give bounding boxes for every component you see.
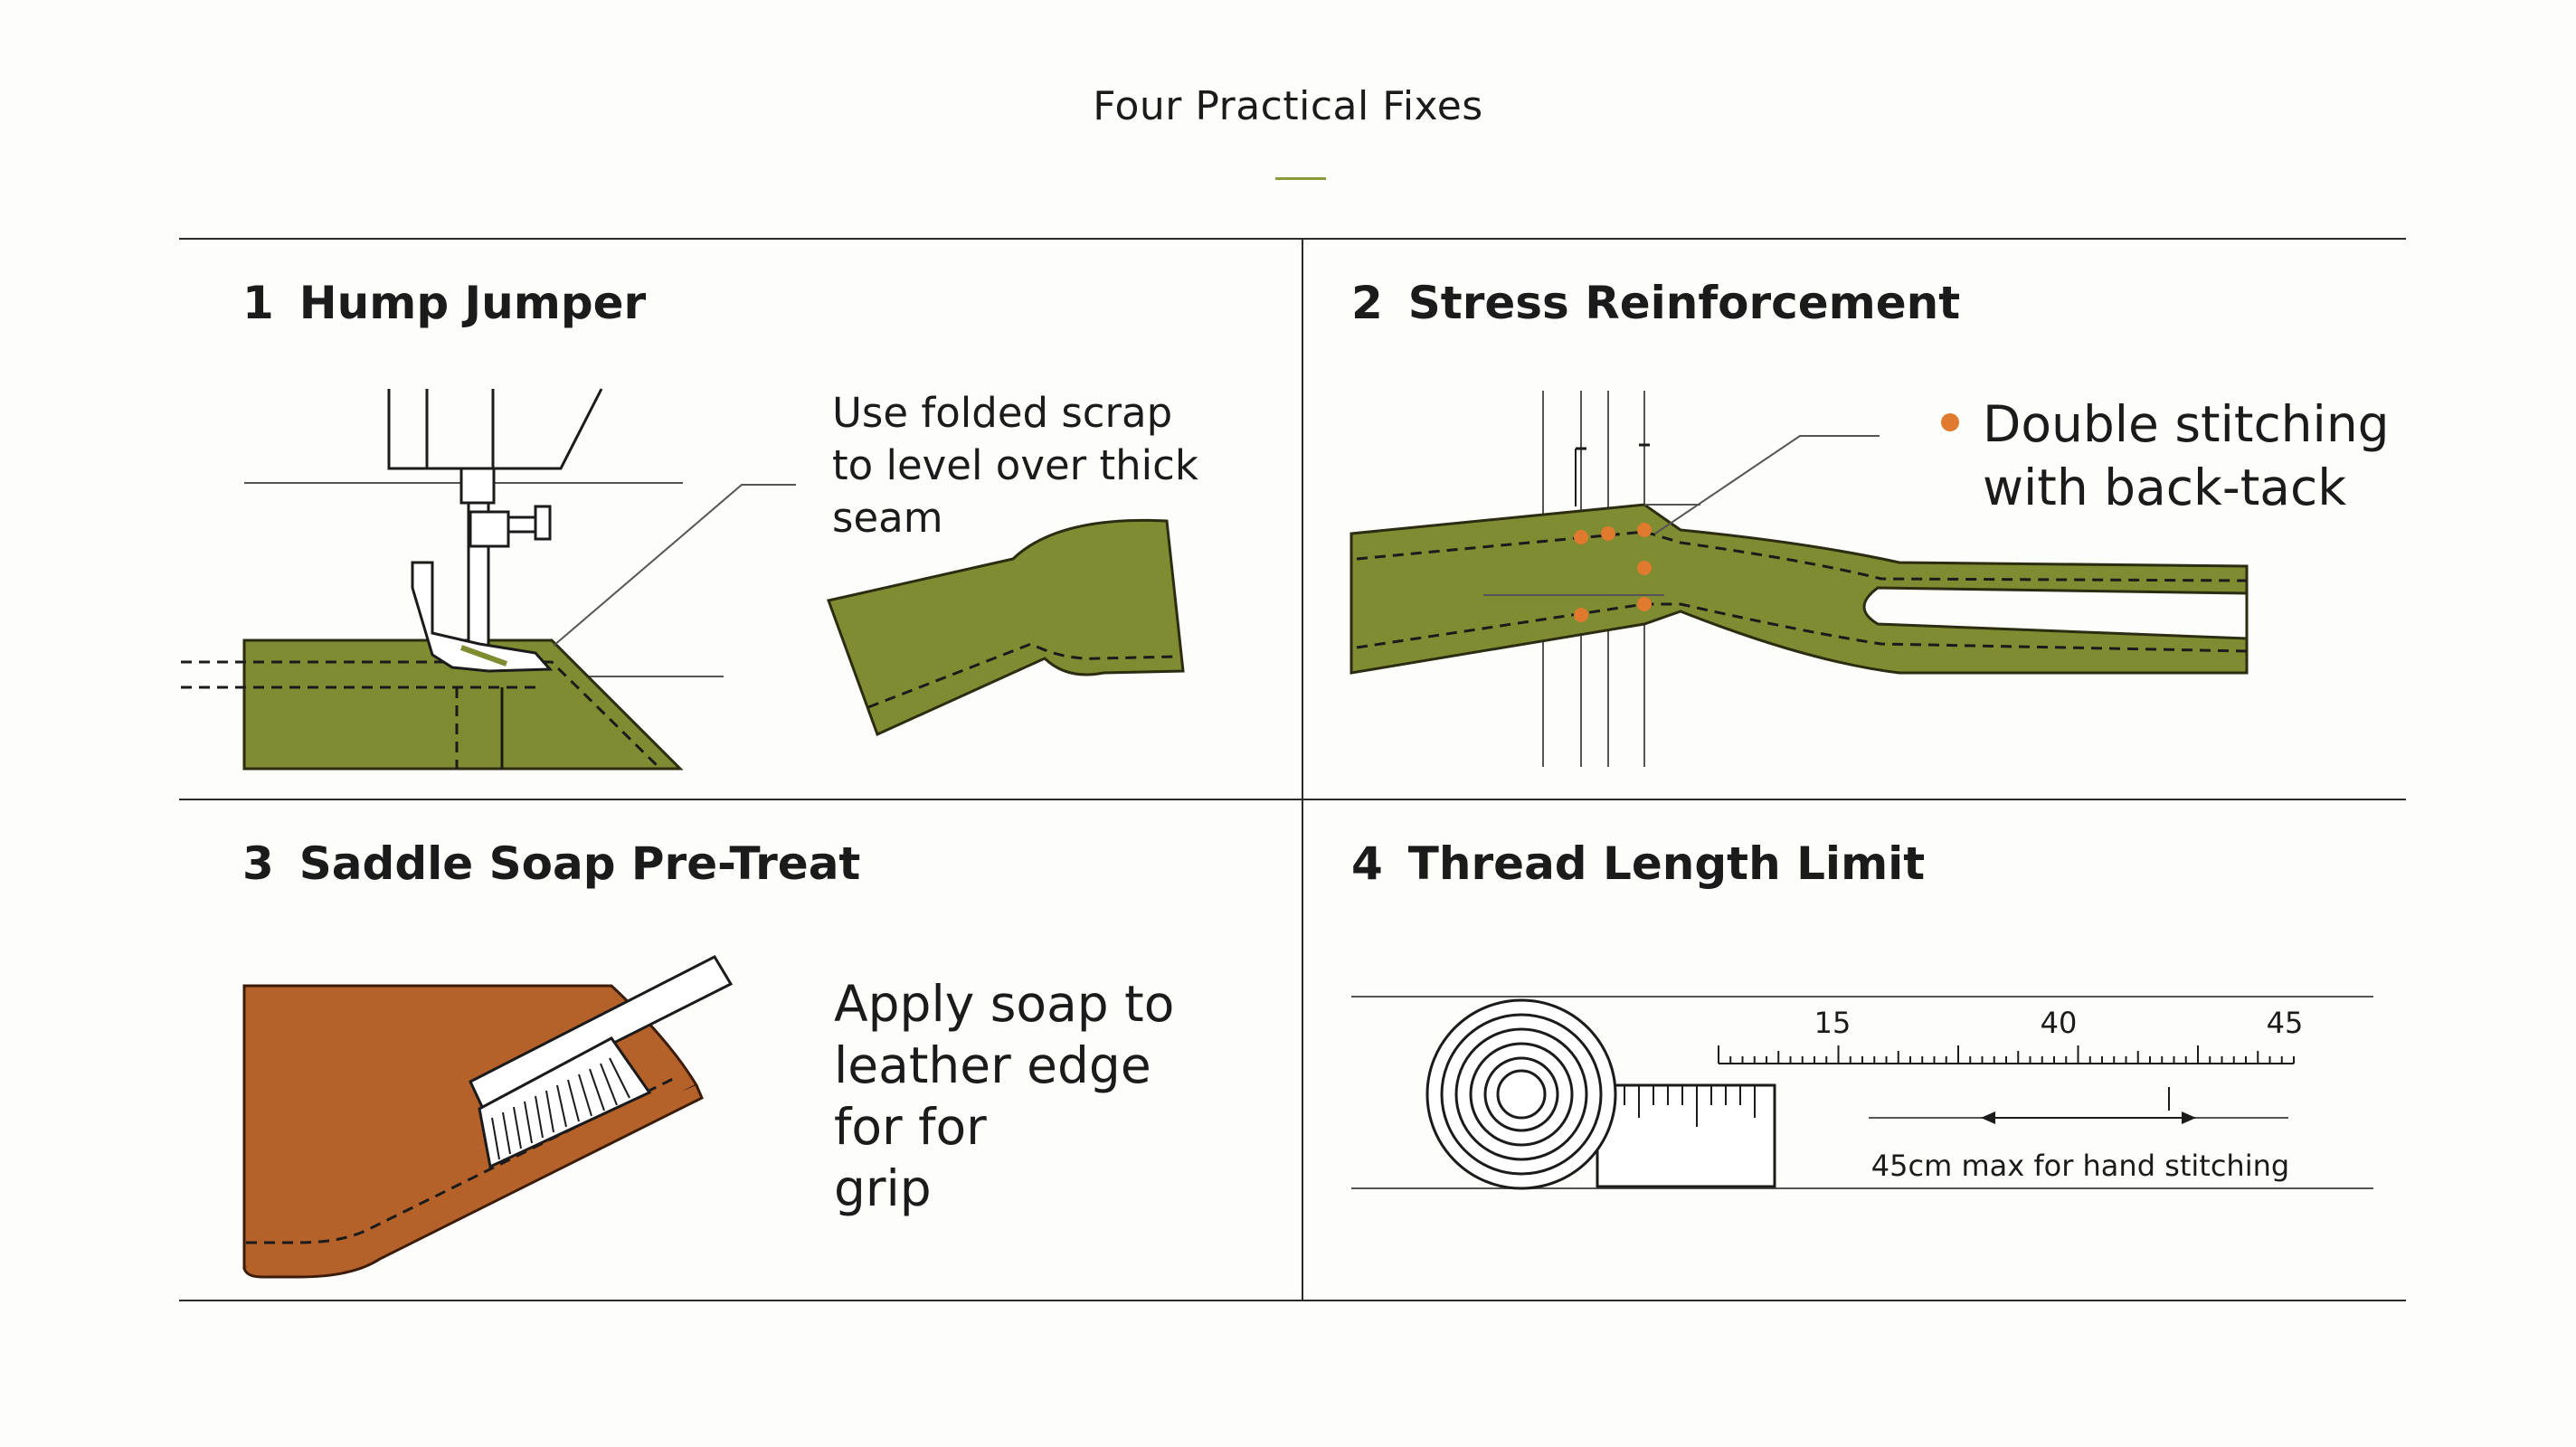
- panel-3-caption-line: Apply soap to: [834, 975, 1175, 1033]
- page-title: Four Practical Fixes: [1093, 83, 1483, 129]
- panel-1-caption-line: Use folded scrap: [832, 389, 1173, 437]
- panel-2-number: 2: [1351, 277, 1383, 329]
- panel-2-title: Stress Reinforcement: [1407, 277, 1961, 329]
- panel-1-heading: 1 Hump Jumper: [242, 277, 646, 329]
- reinforced-strap-icon: [1350, 391, 2249, 767]
- grid-top-rule: [179, 238, 2406, 240]
- panel-1-caption: Use folded scrap to level over thick sea…: [832, 387, 1198, 544]
- panel-3-title: Saddle Soap Pre-Treat: [298, 837, 861, 890]
- panel-1-number: 1: [242, 277, 274, 329]
- grid-vertical-divider: [1302, 238, 1303, 1301]
- panel-4-number: 4: [1351, 837, 1383, 890]
- panel-1-caption-line: seam: [832, 494, 943, 542]
- measure-note: 45cm max for hand stitching: [1871, 1149, 2289, 1183]
- panel-4-title: Thread Length Limit: [1407, 837, 1926, 890]
- panel-2-caption-line: with back-tack: [1983, 459, 2347, 516]
- panel-1-title: Hump Jumper: [298, 277, 647, 329]
- sewing-machine-foot-icon: [181, 388, 1185, 771]
- orange-bullet-icon: [1941, 412, 1959, 431]
- panel-3-heading: 3 Saddle Soap Pre-Treat: [242, 837, 860, 890]
- panel-2-caption: Double stitching with back-tack: [1941, 392, 2390, 519]
- ruler-label: 45: [2267, 1006, 2304, 1040]
- panel-3-caption-line: grip: [834, 1159, 932, 1217]
- panel-1-caption-line: to level over thick: [832, 441, 1198, 489]
- grid-middle-rule: [179, 799, 2406, 800]
- panel-3-caption-line: leather edge: [834, 1036, 1151, 1094]
- panel-2-heading: 2 Stress Reinforcement: [1351, 277, 1960, 329]
- panel-4-heading: 4 Thread Length Limit: [1351, 837, 1925, 890]
- title-underline: [1275, 177, 1326, 180]
- panel-3-caption-line: for for: [834, 1098, 987, 1156]
- grid-bottom-rule: [179, 1300, 2406, 1301]
- ruler-label: 40: [2041, 1006, 2078, 1040]
- ruler-label: 15: [1814, 1006, 1852, 1040]
- panel-3-caption: Apply soap to leather edge for for grip: [834, 973, 1174, 1219]
- brush-on-leather-icon: [242, 955, 734, 1279]
- panel-2-caption-line: Double stitching: [1983, 395, 2390, 453]
- tape-measure-icon: 15 40 45 45cm max for hand stitching: [1351, 996, 2373, 1190]
- panel-3-number: 3: [242, 837, 274, 890]
